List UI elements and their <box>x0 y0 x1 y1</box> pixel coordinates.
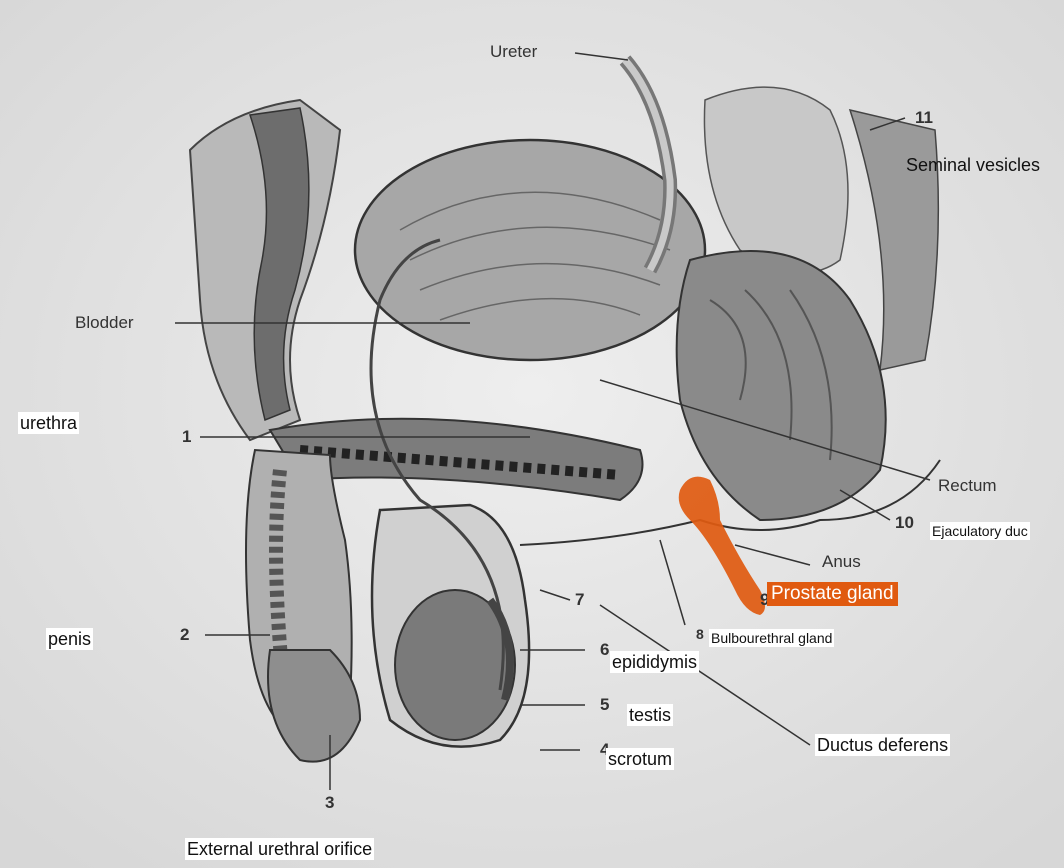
ductus-deferens-path <box>369 238 505 691</box>
number-7: 7 <box>575 590 585 609</box>
label-rectum: Rectum <box>938 476 997 495</box>
annotation-ejaculatory-duct: Ejaculatory duc <box>930 522 1030 540</box>
annotation-ductus-deferens: Ductus deferens <box>815 734 951 756</box>
glans-shape <box>267 649 362 763</box>
annotation-scrotum: scrotum <box>606 748 675 770</box>
bladder-striations <box>399 191 671 321</box>
number-10: 10 <box>895 513 914 532</box>
bladder-shape <box>353 138 707 362</box>
number-6: 6 <box>600 640 610 659</box>
number-5: 5 <box>600 695 610 714</box>
ureter-tube-inner <box>622 57 674 272</box>
number-8: 8 <box>696 626 704 642</box>
annotation-bulbourethral-gland: Bulbourethral gland <box>709 629 835 647</box>
annotation-external-urethral-orifice: External urethral orifice <box>185 838 375 860</box>
annotation-testis: testis <box>627 704 674 726</box>
testis-shape <box>394 589 516 741</box>
label-bladder: Blodder <box>75 313 134 332</box>
rectum-folds <box>709 289 833 461</box>
annotation-penis: penis <box>46 628 94 650</box>
prostate-highlight <box>678 476 765 615</box>
number-3: 3 <box>325 793 335 812</box>
rectum-shape <box>675 250 887 522</box>
seminal-vesicle-tissue <box>703 86 849 274</box>
number-2: 2 <box>180 625 190 644</box>
number-4: 4 <box>600 740 610 759</box>
annotation-urethra: urethra <box>18 412 80 434</box>
penis-corpus <box>269 469 292 701</box>
urethra-segments <box>299 445 621 480</box>
sacral-wall <box>848 108 940 371</box>
annotation-epididymis: epididymis <box>610 651 700 673</box>
label-ureter: Ureter <box>490 42 538 61</box>
number-11: 11 <box>915 108 933 127</box>
annotation-seminal-vesicles: Seminal vesicles <box>906 155 1041 175</box>
number-1: 1 <box>182 427 192 446</box>
perineum-outline <box>519 459 941 546</box>
epididymis-shape <box>486 597 514 701</box>
leader-lines <box>175 52 931 790</box>
number-9: 9 <box>760 590 770 609</box>
annotation-prostate-gland: Prostate gland <box>767 582 898 606</box>
abdominal-wall-inner <box>249 107 310 422</box>
label-anus: Anus <box>822 552 861 571</box>
